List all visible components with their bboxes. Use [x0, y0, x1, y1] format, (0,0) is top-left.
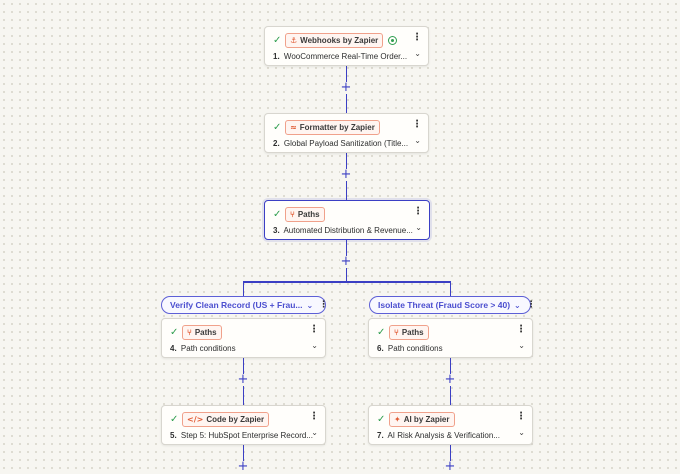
more-options-icon[interactable]: ⋮ — [319, 300, 329, 310]
step-title: 6. Path conditions — [377, 343, 443, 353]
add-step-button[interactable]: + — [444, 372, 456, 387]
paths-icon: ⑂ — [187, 327, 192, 337]
add-step-button[interactable]: + — [340, 80, 352, 95]
check-icon: ✓ — [273, 208, 282, 220]
add-step-button[interactable]: + — [444, 459, 456, 474]
step-title: 5. Step 5: HubSpot Enterprise Record... — [170, 430, 313, 440]
check-icon: ✓ — [377, 413, 386, 425]
connector — [243, 444, 244, 472]
step-card-7[interactable]: ✓ ✦ AI by Zapier ⋮ 7. AI Risk Analysis &… — [368, 405, 533, 445]
app-name: Formatter by Zapier — [299, 122, 375, 132]
connector — [450, 281, 451, 296]
more-options-icon[interactable]: ⋮ — [412, 32, 422, 43]
more-options-icon[interactable]: ⋮ — [516, 324, 526, 335]
step-title: 4. Path conditions — [170, 343, 236, 353]
live-status-icon — [388, 35, 398, 45]
webhook-icon: ⚓ — [290, 35, 298, 45]
paths-icon: ⑂ — [394, 327, 399, 337]
chevron-down-icon[interactable]: ⌄ — [311, 341, 318, 350]
more-options-icon[interactable]: ⋮ — [412, 119, 422, 130]
check-icon: ✓ — [170, 326, 179, 338]
app-name: AI by Zapier — [403, 414, 450, 424]
app-badge: ⑂ Paths — [389, 324, 429, 340]
check-icon: ✓ — [170, 413, 179, 425]
connector — [450, 444, 451, 472]
formatter-icon: ≈ — [290, 122, 297, 132]
app-badge: ≈ Formatter by Zapier — [285, 119, 380, 135]
add-step-button[interactable]: + — [237, 459, 249, 474]
step-card-4[interactable]: ✓ ⑂ Paths ⋮ 4. Path conditions ⌄ — [161, 318, 326, 358]
app-name: Paths — [401, 327, 424, 337]
path-header-right[interactable]: Isolate Threat (Fraud Score > 40) ⌄ ⋮ — [369, 296, 536, 314]
step-card-1[interactable]: ✓ ⚓ Webhooks by Zapier ⋮ 1. WooCommerce … — [264, 26, 429, 66]
chevron-down-icon[interactable]: ⌄ — [311, 428, 318, 437]
check-icon: ✓ — [377, 326, 386, 338]
chevron-down-icon[interactable]: ⌄ — [414, 136, 421, 145]
code-icon: </> — [187, 414, 204, 424]
app-name: Code by Zapier — [206, 414, 265, 424]
chevron-down-icon[interactable]: ⌄ — [306, 300, 314, 310]
step-title: 7. AI Risk Analysis & Verification... — [377, 430, 500, 440]
app-badge: </> Code by Zapier — [182, 411, 270, 427]
chevron-down-icon[interactable]: ⌄ — [518, 341, 525, 350]
step-card-5[interactable]: ✓ </> Code by Zapier ⋮ 5. Step 5: HubSpo… — [161, 405, 326, 445]
paths-icon: ⑂ — [290, 209, 295, 219]
path-label: Isolate Threat (Fraud Score > 40) — [378, 300, 511, 310]
chevron-down-icon[interactable]: ⌄ — [414, 49, 421, 58]
step-title: 1. WooCommerce Real-Time Order... — [273, 51, 408, 61]
step-card-3[interactable]: ✓ ⑂ Paths ⋮ 3. Automated Distribution & … — [264, 200, 430, 240]
check-icon: ✓ — [273, 34, 282, 46]
add-step-button[interactable]: + — [237, 372, 249, 387]
step-card-2[interactable]: ✓ ≈ Formatter by Zapier ⋮ 2. Global Payl… — [264, 113, 429, 153]
more-options-icon[interactable]: ⋮ — [309, 324, 319, 335]
chevron-down-icon[interactable]: ⌄ — [415, 223, 422, 232]
check-icon: ✓ — [273, 121, 282, 133]
connector-branch — [243, 281, 451, 283]
more-options-icon[interactable]: ⋮ — [526, 300, 536, 310]
step-title: 3. Automated Distribution & Revenue... — [273, 225, 413, 235]
app-name: Paths — [194, 327, 217, 337]
app-badge: ⑂ Paths — [182, 324, 222, 340]
app-name: Webhooks by Zapier — [300, 35, 379, 45]
chevron-down-icon[interactable]: ⌄ — [514, 300, 521, 310]
step-card-6[interactable]: ✓ ⑂ Paths ⋮ 6. Path conditions ⌄ — [368, 318, 533, 358]
step-title: 2. Global Payload Sanitization (Title... — [273, 138, 409, 148]
add-step-button[interactable]: + — [340, 167, 352, 182]
more-options-icon[interactable]: ⋮ — [516, 411, 526, 422]
connector — [243, 281, 244, 296]
app-badge: ⚓ Webhooks by Zapier — [285, 32, 384, 48]
app-badge: ✦ AI by Zapier — [389, 411, 455, 427]
more-options-icon[interactable]: ⋮ — [413, 206, 423, 217]
add-step-button[interactable]: + — [340, 254, 352, 269]
more-options-icon[interactable]: ⋮ — [309, 411, 319, 422]
ai-icon: ✦ — [394, 414, 401, 424]
app-name: Paths — [297, 209, 320, 219]
path-label: Verify Clean Record (US + Frau... — [170, 300, 303, 310]
app-badge: ⑂ Paths — [285, 206, 325, 222]
path-header-left[interactable]: Verify Clean Record (US + Frau... ⌄ ⋮ — [161, 296, 329, 314]
chevron-down-icon[interactable]: ⌄ — [518, 428, 525, 437]
